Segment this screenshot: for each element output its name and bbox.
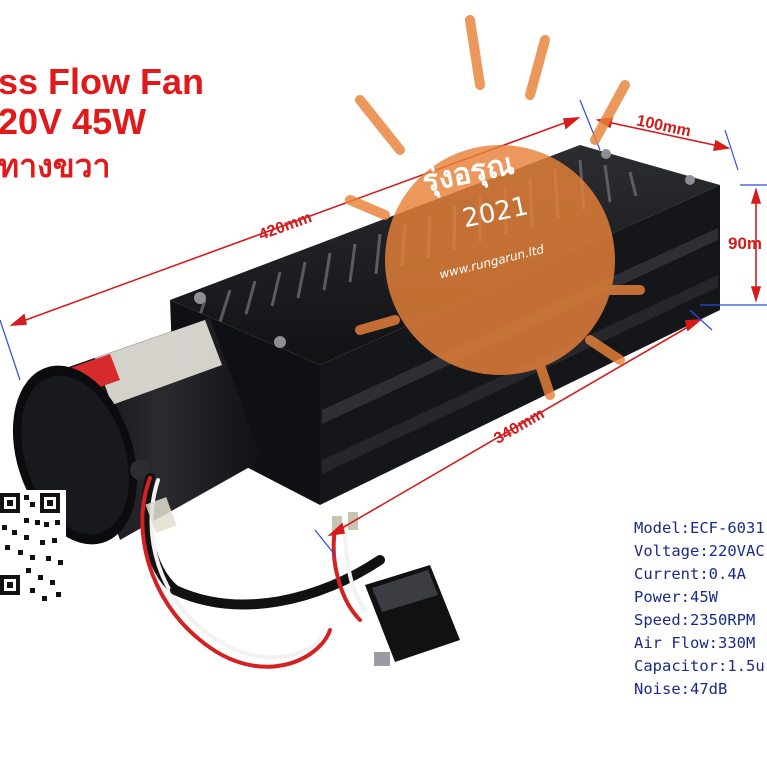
spec-noise: Noise:47dB (634, 680, 728, 698)
spec-capacitor: Capacitor:1.5u (634, 657, 765, 675)
spec-air-flow: Air Flow:330M (634, 634, 756, 652)
spec-speed: Speed:2350RPM (634, 611, 756, 629)
title-line-3: ทางขวา (0, 148, 111, 184)
spec-voltage: Voltage:220VAC (634, 542, 765, 560)
capacitor (365, 565, 460, 666)
dimension-height: 90m (728, 234, 763, 253)
watermark-sun-icon (345, 15, 645, 400)
qr-code (0, 490, 66, 602)
title-line-2: 20V 45W (0, 101, 147, 142)
spec-power: Power:45W (634, 588, 718, 606)
spec-model: Model:ECF-6031 (634, 519, 765, 537)
dimension-guides (0, 99, 767, 556)
title-line-1: ss Flow Fan (0, 61, 205, 102)
wiring (140, 473, 385, 669)
spec-current: Current:0.4A (634, 565, 746, 583)
